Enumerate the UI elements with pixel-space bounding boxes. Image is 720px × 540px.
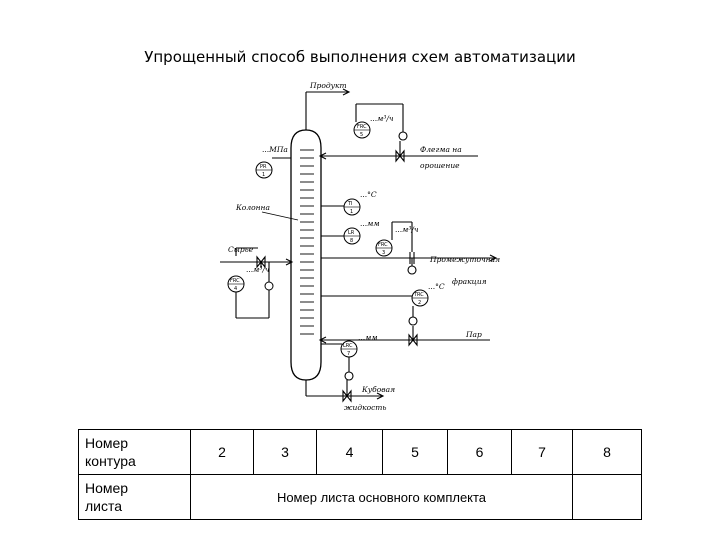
intermediate-flow-label: ...м³/ч: [395, 225, 419, 234]
sheet-number-empty-cell: [572, 474, 642, 520]
pressure-label: ...МПа: [262, 145, 288, 154]
instrument-lr-8-num: 8: [350, 238, 353, 244]
instrument-lr-8-code: LR: [348, 230, 355, 236]
contour-number: 8: [572, 429, 642, 475]
raw-flow-label: ...м³/ч: [246, 265, 270, 274]
contour-number: 3: [253, 429, 317, 475]
instrument-trc-2-code: TRC: [413, 292, 424, 298]
header-line: Номер: [85, 435, 129, 451]
raw-feed-line: [220, 247, 294, 319]
contour-number: 2: [190, 429, 254, 475]
instrument-frc-4-code: FRC: [230, 278, 240, 284]
bottoms-line: [305, 357, 385, 403]
intermediate-label: Промежуточная: [429, 255, 500, 264]
reflux-flow-label: ...м³/ч: [370, 114, 394, 123]
instrument-lrc-7-num: 7: [347, 351, 350, 357]
instrument-ti-1-code: TI: [347, 201, 353, 207]
reflux-line: [318, 103, 478, 163]
temp-top-label: ...°С: [360, 190, 377, 199]
instrument-pr-1-code: PR: [260, 164, 267, 170]
header-line: контура: [85, 453, 136, 469]
table-row: Номер листа Номер листа основного компле…: [78, 474, 642, 520]
bottoms-label: Кубовая: [361, 385, 395, 394]
instrument-lrc-7-code: LRC: [343, 343, 353, 349]
product-line: [305, 88, 351, 130]
sheet-number-cell: Номер листа основного комплекта: [190, 474, 573, 520]
product-label: Продукт: [309, 81, 347, 90]
header-line: Номер: [85, 480, 129, 496]
sheet-number-header: Номер листа: [78, 474, 191, 520]
bottoms-label-2: жидкость: [344, 403, 387, 412]
raw-label: Сырье: [228, 245, 254, 254]
intermediate-line: [321, 221, 498, 275]
column-label: Колонна: [235, 203, 270, 212]
contour-number-header: Номер контура: [78, 429, 191, 475]
level-label: ...мм: [360, 219, 380, 228]
instrument-frc-3-num: 3: [382, 250, 385, 256]
contour-number: 4: [316, 429, 383, 475]
instrument-frc-3-code: FRC: [378, 242, 388, 248]
contour-number: 7: [511, 429, 573, 475]
reflux-label: Флегма на: [420, 145, 462, 154]
temp-bottom-label: ...°С: [428, 282, 445, 291]
header-line: листа: [85, 498, 123, 514]
instrument-pr-1-num: 1: [262, 172, 265, 178]
bottom-level-label: ...мм: [358, 333, 378, 342]
intermediate-label-2: фракция: [452, 277, 487, 286]
reflux-label-2: орошение: [420, 161, 460, 170]
table-row: Номер контура 2 3 4 5 6 7 8: [78, 429, 642, 475]
instrument-frc-5-code: FRC: [357, 124, 367, 130]
page-title: Упрощенный способ выполнения схем автома…: [144, 48, 576, 66]
instrument-frc-4-num: 4: [234, 286, 237, 292]
instrument-ti-1-num: 1: [350, 209, 353, 215]
instrument-trc-2-num: 2: [418, 300, 421, 306]
instrument-frc-5-num: 5: [360, 132, 363, 138]
contour-number: 5: [382, 429, 448, 475]
distillation-column: [290, 129, 322, 381]
automation-scheme-diagram: Продукт FRC 5 ...м³/ч Флегма на орошение…: [220, 81, 500, 412]
contour-number: 6: [447, 429, 512, 475]
steam-label: Пар: [465, 330, 482, 339]
contour-table: Номер контура 2 3 4 5 6 7 8 Номер листа …: [78, 429, 642, 520]
steam-line: [318, 306, 490, 347]
column-trays: [300, 149, 314, 335]
